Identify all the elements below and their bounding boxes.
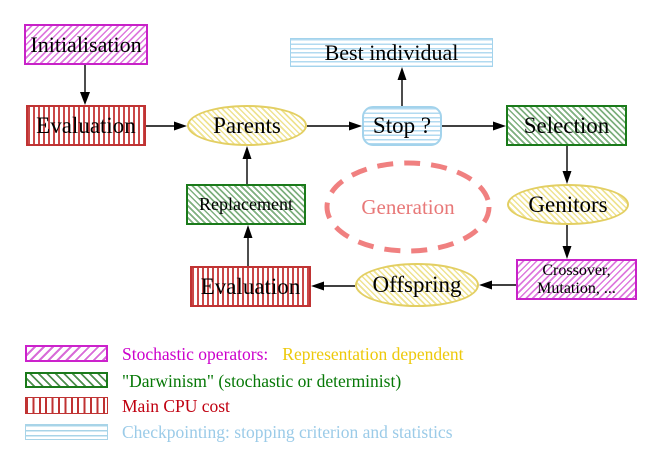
arrow-evaluation-to-replacement: [243, 225, 253, 266]
node-genitors: Genitors: [507, 184, 629, 225]
legend-swatch-darwinism: [25, 372, 108, 388]
node-evaluation-bottom: Evaluation: [190, 266, 311, 307]
node-best-individual: Best individual: [290, 38, 493, 67]
arrow-offspring-to-evaluation: [311, 281, 355, 291]
arrow-selection-to-genitors: [562, 146, 572, 184]
node-stop: Stop ?: [362, 106, 442, 146]
node-selection: Selection: [506, 105, 627, 146]
crossover-mutation-label: Crossover, Mutation, ...: [537, 261, 616, 297]
arrow-evaluation-to-parents: [146, 121, 187, 131]
node-offspring: Offspring: [355, 263, 479, 307]
arrow-parents-to-stop: [307, 121, 362, 131]
legend-row-darwinism: "Darwinism" (stochastic or determinist): [122, 371, 402, 391]
node-replacement: Replacement: [186, 184, 306, 225]
arrow-replacement-to-parents: [242, 146, 252, 184]
node-evaluation-top: Evaluation: [26, 105, 146, 146]
legend-row-stochastic-operators: Stochastic operators: Representation depe…: [122, 344, 464, 365]
arrow-genitors-to-crossover: [562, 225, 572, 259]
node-initialisation: Initialisation: [24, 24, 148, 65]
legend-row-checkpointing: Checkpointing: stopping criterion and st…: [122, 422, 453, 442]
generation-dashed-ellipse: [324, 160, 492, 254]
legend-text-representation: Representation dependent: [282, 344, 464, 364]
generation-label: Generation: [361, 194, 455, 219]
arrow-stop-to-selection: [442, 121, 506, 131]
legend-text-stochastic: Stochastic operators:: [122, 344, 269, 364]
node-parents: Parents: [187, 105, 307, 146]
arrow-initialisation-to-evaluation: [80, 65, 90, 105]
legend-row-main-cpu-cost: Main CPU cost: [122, 396, 230, 416]
node-crossover-mutation: Crossover, Mutation, ...: [516, 259, 637, 300]
legend-swatch-main-cpu-cost: [25, 397, 108, 414]
arrow-crossover-to-offspring: [479, 280, 516, 290]
arrow-stop-to-best-individual: [397, 67, 407, 106]
legend-swatch-checkpointing: [25, 424, 108, 440]
legend-swatch-stochastic-operators: [25, 345, 108, 362]
